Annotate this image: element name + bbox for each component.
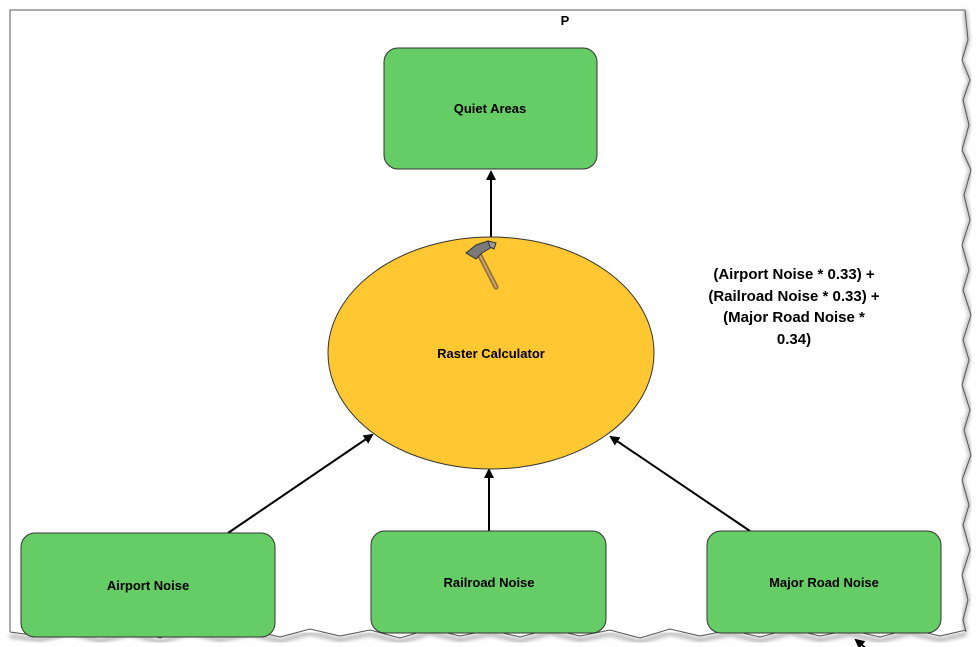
formula-line-3: (Major Road Noise * (723, 309, 865, 326)
node-railroad-noise[interactable]: Railroad Noise (370, 530, 607, 634)
formula-annotation: (Airport Noise * 0.33) + (Railroad Noise… (708, 266, 880, 348)
node-quiet-areas-box[interactable] (383, 47, 598, 170)
node-railroad-noise-box[interactable] (370, 530, 607, 634)
formula-line-4: 0.34) (777, 331, 811, 348)
formula-line-2: (Railroad Noise * 0.33) + (708, 288, 880, 305)
node-major-road-noise-label: Major Road Noise (769, 575, 879, 590)
formula-line-1: (Airport Noise * 0.33) + (713, 266, 875, 283)
hammer-icon (465, 240, 499, 290)
torn-bottom-edge-shadow (9, 631, 967, 644)
arrow-airport-to-tool (227, 433, 374, 534)
node-major-road-noise-box[interactable] (706, 530, 942, 634)
node-raster-calculator[interactable]: Raster Calculator (327, 236, 655, 470)
torn-right-edge-line (961, 9, 972, 633)
node-railroad-noise-label: Railroad Noise (443, 575, 534, 590)
node-quiet-areas[interactable]: Quiet Areas (383, 47, 598, 170)
node-raster-calculator-ellipse[interactable] (327, 236, 655, 470)
model-title: P (561, 13, 570, 28)
node-airport-noise-box[interactable] (20, 532, 276, 638)
node-raster-calculator-label: Raster Calculator (437, 346, 545, 361)
arrow-majorroad-to-tool (609, 435, 751, 532)
node-airport-noise-label: Airport Noise (107, 578, 189, 593)
node-major-road-noise[interactable]: Major Road Noise (706, 530, 942, 634)
node-quiet-areas-label: Quiet Areas (454, 101, 527, 116)
node-airport-noise[interactable]: Airport Noise (20, 532, 276, 638)
arrow-offscreen (854, 638, 866, 647)
